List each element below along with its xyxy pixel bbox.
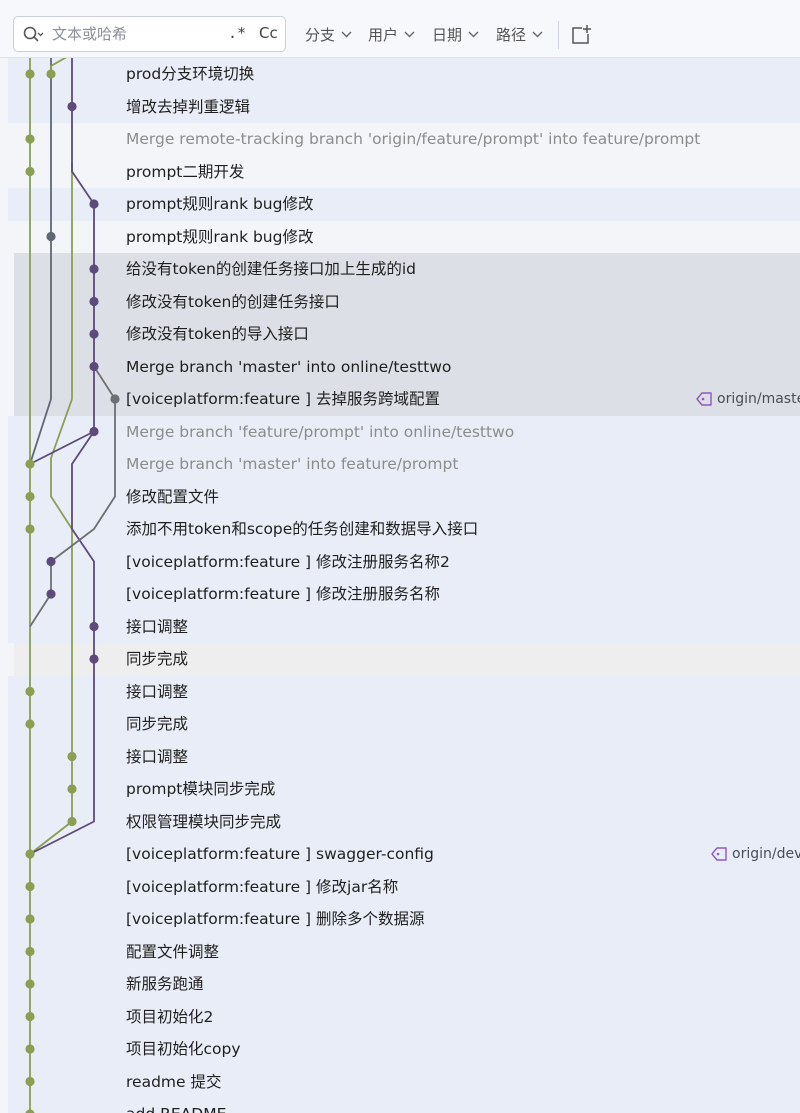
commit-row[interactable]: add README [8,1098,800,1113]
commit-row[interactable]: 权限管理模块同步完成 [8,805,800,838]
commit-message: 项目初始化2 [126,1007,214,1026]
commit-message: 同步完成 [126,715,189,733]
chevron-down-icon [532,31,543,38]
commit-row[interactable]: 给没有token的创建任务接口加上生成的id [14,253,800,286]
commit-row[interactable]: 增改去掉判重逻辑 [8,90,800,123]
commit-message: prompt二期开发 [126,162,245,181]
commit-row[interactable]: [voiceplatform:feature ] 修改注册服务名称 [8,578,800,611]
commit-message: 修改配置文件 [126,487,220,506]
commit-row[interactable]: [voiceplatform:feature ] 修改jar名称 [8,870,800,903]
chevron-down-icon [341,31,352,38]
chevron-down-icon [468,31,479,38]
commit-row[interactable]: 接口调整 [8,740,800,773]
branch-filter-label: 分支 [305,26,336,44]
commit-row[interactable]: 修改配置文件 [8,480,800,513]
commit-message: [voiceplatform:feature ] 修改注册服务名称 [126,585,441,603]
commit-message: 修改没有token的创建任务接口 [126,292,340,311]
commit-message: 接口调整 [126,682,189,701]
commit-row[interactable]: [voiceplatform:feature ] 删除多个数据源 [8,903,800,936]
commit-row[interactable]: Merge branch 'master' into online/testtw… [14,350,800,383]
commit-message: Merge branch 'master' into feature/promp… [126,455,459,473]
commit-message: 配置文件调整 [126,942,220,961]
commit-message: readme 提交 [126,1072,222,1091]
commit-row[interactable]: prompt规则rank bug修改 [8,220,800,253]
commit-row[interactable]: [voiceplatform:feature ] 修改注册服务名称2 [8,545,800,578]
commit-message: [voiceplatform:feature ] 去掉服务跨域配置 [126,390,441,408]
commit-message: [voiceplatform:feature ] 修改jar名称 [126,877,399,896]
commit-row[interactable]: prod分支环境切换 [8,58,800,91]
branch-tag[interactable]: origin/master [695,388,800,410]
commit-message: 修改没有token的导入接口 [126,325,309,343]
commit-row[interactable]: 同步完成 [14,643,800,676]
commit-row[interactable]: 接口调整 [8,675,800,708]
commit-row[interactable]: readme 提交 [8,1065,800,1098]
commit-row[interactable]: 项目初始化copy [8,1033,800,1066]
commit-row[interactable]: prompt二期开发 [8,155,800,188]
path-filter[interactable]: 路径 [496,24,543,45]
tag-icon [696,392,712,406]
commit-message: [voiceplatform:feature ] swagger-config [126,845,434,863]
commit-message: Merge branch 'feature/prompt' into onlin… [126,422,515,441]
commit-row[interactable]: 修改没有token的导入接口 [14,318,800,351]
commit-row[interactable]: prompt规则rank bug修改 [8,188,800,221]
commit-message: 项目初始化copy [126,1040,241,1058]
commit-row[interactable]: 配置文件调整 [8,935,800,968]
date-filter[interactable]: 日期 [432,24,479,45]
branch-tag[interactable]: origin/dev [710,843,800,865]
new-tab-icon[interactable] [570,24,592,46]
commit-row[interactable]: Merge remote-tracking branch 'origin/fea… [8,123,800,156]
commit-message: [voiceplatform:feature ] 修改注册服务名称2 [126,552,450,571]
commit-row[interactable]: 添加不用token和scope的任务创建和数据导入接口 [8,513,800,546]
commit-message: 接口调整 [126,747,189,766]
commit-message: 同步完成 [126,650,189,668]
commit-message: Merge branch 'master' into online/testtw… [126,357,452,376]
commit-message: prompt规则rank bug修改 [126,227,314,246]
branch-filter[interactable]: 分支 [305,24,352,45]
search-icon[interactable] [22,25,44,45]
user-filter[interactable]: 用户 [368,24,415,45]
path-filter-label: 路径 [496,26,527,44]
search-box[interactable]: .* Cc [13,16,286,52]
commit-message: 增改去掉判重逻辑 [126,97,251,116]
branch-tag-label: origin/dev [732,846,800,862]
commit-row[interactable]: [voiceplatform:feature ] swagger-config o… [8,838,800,871]
commit-row[interactable]: Merge branch 'feature/prompt' into onlin… [8,415,800,448]
commit-message: 添加不用token和scope的任务创建和数据导入接口 [126,520,479,538]
commit-row[interactable]: prompt模块同步完成 [8,773,800,806]
commit-message: prompt模块同步完成 [126,780,276,798]
commit-row[interactable]: 同步完成 [8,708,800,741]
commit-row[interactable]: 接口调整 [8,610,800,643]
branch-tag-label: origin/master [717,391,800,407]
commit-message: 接口调整 [126,617,189,636]
chevron-down-icon [404,31,415,38]
commit-message: 给没有token的创建任务接口加上生成的id [126,260,416,278]
commit-row[interactable]: 新服务跑通 [8,968,800,1001]
user-filter-label: 用户 [368,26,399,44]
regex-toggle[interactable]: .* [228,24,247,42]
commit-message: prod分支环境切换 [126,65,255,83]
toolbar-separator [558,21,559,49]
date-filter-label: 日期 [432,26,463,44]
match-case-toggle[interactable]: Cc [259,24,278,42]
commit-message: prompt规则rank bug修改 [126,195,314,213]
commit-row[interactable]: Merge branch 'master' into feature/promp… [8,448,800,481]
toolbar: .* Cc 分支 用户 日期 路径 [0,0,800,58]
commit-message: add README [126,1102,226,1113]
commit-message: 权限管理模块同步完成 [126,812,282,831]
commit-row[interactable]: 项目初始化2 [8,1000,800,1033]
commit-message: Merge remote-tracking branch 'origin/fea… [126,130,701,148]
commit-list[interactable]: prod分支环境切换增改去掉判重逻辑 Merge remote-tracking … [0,58,800,1113]
tag-icon [711,847,727,861]
commit-message: [voiceplatform:feature ] 删除多个数据源 [126,910,425,928]
search-input[interactable] [52,23,220,45]
commit-message: 新服务跑通 [126,975,204,993]
commit-row[interactable]: [voiceplatform:feature ] 去掉服务跨域配置 origin/… [14,383,800,416]
commit-row[interactable]: 修改没有token的创建任务接口 [14,285,800,318]
